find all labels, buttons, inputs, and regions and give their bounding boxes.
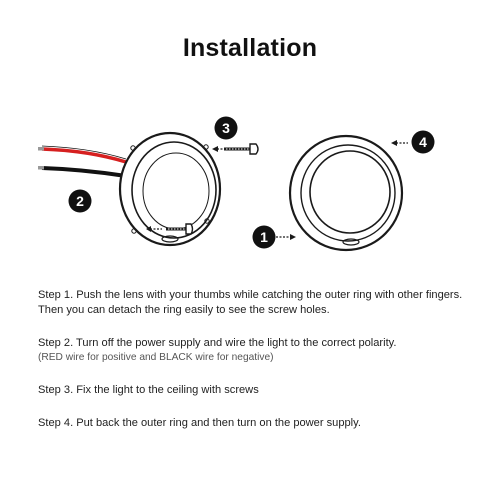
step-4: Step 4. Put back the outer ring and then… (38, 416, 468, 431)
callout-4: 4 (411, 130, 435, 154)
wire-tip-red (38, 147, 44, 151)
outer-ring (288, 134, 404, 252)
inner-arrow-icon (146, 226, 162, 232)
step-2: Step 2. Turn off the power supply and wi… (38, 336, 468, 365)
callout-2: 2 (68, 189, 92, 213)
screw-3-icon (224, 143, 259, 155)
step-3-text: Step 3. Fix the light to the ceiling wit… (38, 384, 259, 396)
callout-1: 1 (252, 225, 276, 249)
callout-4-label: 4 (419, 134, 427, 150)
callout-2-label: 2 (76, 193, 84, 209)
callout-1-label: 1 (260, 229, 268, 245)
black-wire (41, 166, 127, 178)
page-title: Installation (182, 34, 318, 62)
wires (38, 145, 127, 178)
step-2-text: Step 2. Turn off the power supply and wi… (38, 337, 397, 349)
arrow-3-icon (212, 146, 224, 152)
screw-hole-bottom-left-icon (131, 228, 137, 234)
step-1: Step 1. Push the lens with your thumbs w… (38, 288, 468, 318)
step-2-note: (RED wire for positive and BLACK wire fo… (38, 352, 274, 363)
switch-slot-icon (161, 235, 179, 243)
callout-3-label: 3 (222, 120, 230, 136)
installation-diagram: 1 2 3 4 (38, 116, 435, 252)
inner-screw-icon (166, 223, 194, 235)
arrow-1-icon (276, 234, 296, 240)
callout-3: 3 (214, 116, 238, 140)
installation-steps: Step 1. Push the lens with your thumbs w… (38, 288, 468, 449)
light-base-open (118, 131, 222, 247)
base-outer-rim (118, 131, 222, 247)
screw-hole-top-right-icon (203, 144, 209, 150)
arrow-4-icon (391, 140, 408, 146)
lens (309, 150, 391, 234)
screw-hole-top-left-icon (130, 145, 136, 151)
outer-ring-inner-edge (300, 144, 396, 242)
step-4-text: Step 4. Put back the outer ring and then… (38, 417, 361, 429)
step-1-text: Step 1. Push the lens with your thumbs w… (38, 289, 463, 316)
step-3: Step 3. Fix the light to the ceiling wit… (38, 383, 468, 398)
screw-hole-bottom-right-icon (204, 218, 210, 224)
light-assembled (288, 134, 404, 252)
red-wire-outline (41, 145, 127, 160)
wire-tip-black (38, 166, 44, 170)
base-inner-ring (131, 141, 217, 239)
red-wire (41, 147, 127, 164)
switch-slot-right-icon (342, 238, 360, 246)
